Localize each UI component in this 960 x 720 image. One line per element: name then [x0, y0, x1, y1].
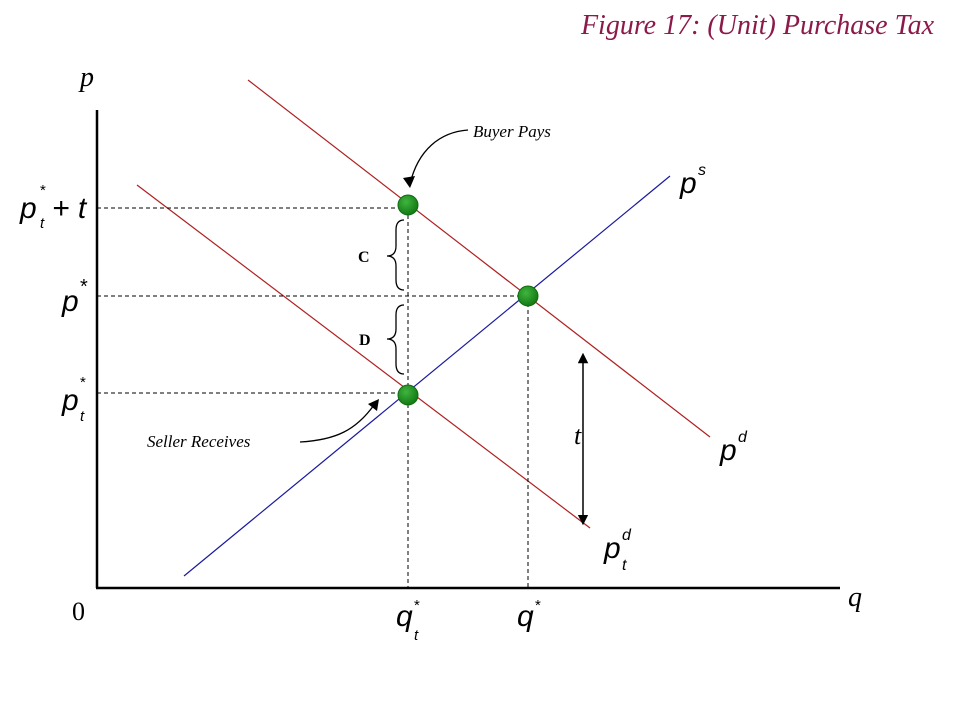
buyer-price-sub: t: [40, 215, 45, 232]
brace-c-label: C: [358, 249, 370, 266]
label-supply: p s: [679, 162, 706, 200]
supply-label-base: p: [679, 167, 697, 200]
equilibrium-point: [517, 285, 539, 307]
taxed-quantity-sub: t: [414, 627, 419, 644]
label-eq-quantity: q *: [517, 597, 541, 633]
y-axis-label: p: [78, 62, 94, 93]
brace-d-label: D: [359, 332, 371, 349]
guide-lines: [97, 207, 529, 588]
buyer-price-sup: *: [40, 182, 46, 199]
eq-price-base: p: [61, 285, 79, 318]
taxed-demand-label-base: p: [603, 532, 621, 565]
seller-price-sub: t: [80, 408, 85, 425]
seller-price-sup: *: [80, 374, 86, 391]
taxed-demand-label-sup: d: [622, 527, 632, 544]
x-axis-label: q: [848, 582, 862, 613]
brace-d: [386, 304, 405, 375]
supply-label-sup: s: [698, 162, 706, 179]
buyer-pays-arrow: [409, 129, 469, 185]
buyer-price-point: [397, 194, 419, 216]
supply-curve: [183, 175, 671, 577]
seller-receives-arrow: [299, 404, 375, 443]
eq-quantity-sup: *: [535, 597, 541, 614]
taxed-quantity-base: q: [396, 600, 413, 633]
seller-receives-label: Seller Receives: [147, 432, 251, 451]
label-buyer-price: p * t + t: [19, 182, 88, 232]
seller-price-point: [397, 384, 419, 406]
label-eq-price: p *: [61, 276, 88, 318]
eq-price-sup: *: [80, 276, 88, 298]
eq-quantity-base: q: [517, 600, 534, 633]
label-taxed-demand: p d t: [603, 527, 632, 574]
buyer-price-base: p: [19, 192, 37, 225]
demand-curve: [247, 79, 711, 438]
figure-title: Figure 17: (Unit) Purchase Tax: [580, 10, 934, 41]
demand-label-base: p: [719, 434, 737, 467]
label-taxed-quantity: q * t: [396, 597, 420, 644]
brace-c: [386, 219, 405, 291]
taxed-demand-label-sub: t: [622, 557, 627, 574]
seller-receives-arrowhead: [368, 399, 379, 411]
buyer-pays-arrowhead: [403, 176, 415, 188]
taxed-demand-curve: [136, 184, 591, 529]
tax-arrow-label: t: [574, 421, 582, 450]
seller-price-base: p: [61, 384, 79, 417]
taxed-quantity-sup: *: [414, 597, 420, 614]
buyer-price-suffix: + t: [52, 192, 88, 225]
origin-label: 0: [72, 597, 85, 626]
buyer-pays-label: Buyer Pays: [473, 122, 551, 141]
label-demand: p d: [719, 429, 748, 467]
label-seller-price: p * t: [61, 374, 86, 425]
demand-label-sup: d: [738, 429, 748, 446]
